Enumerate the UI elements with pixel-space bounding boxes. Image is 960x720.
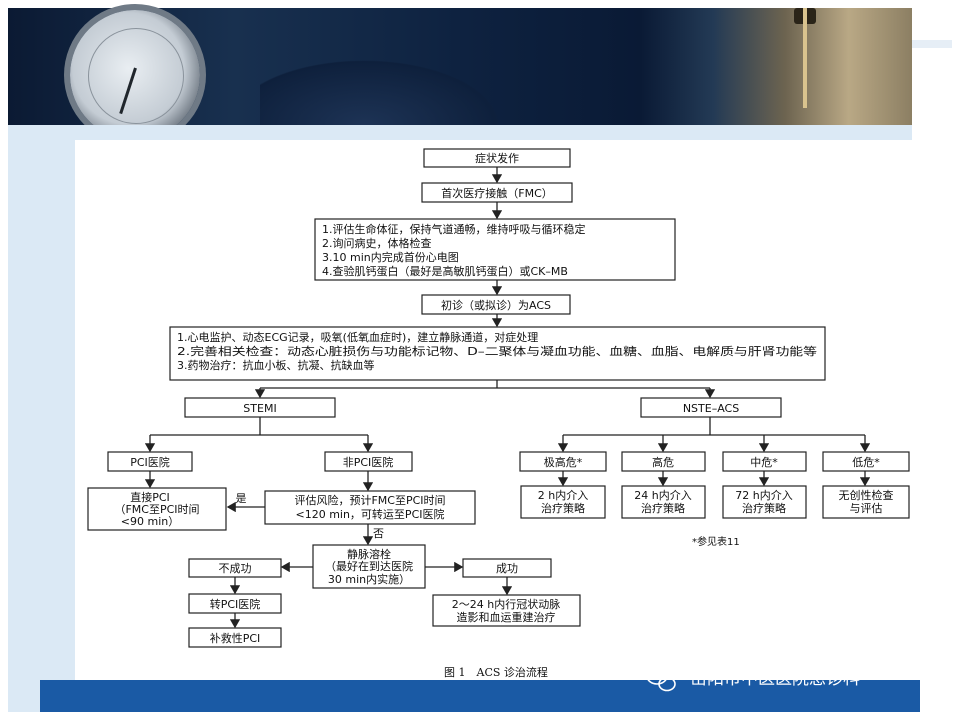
action-box-mid: [722, 485, 807, 519]
action-mid-line-1: 72 h内介入: [735, 488, 792, 502]
assess-line-2: <120 min，可转运至PCI医院: [295, 507, 444, 521]
thrombolysis-box: [312, 544, 426, 589]
stemi-label: STEMI: [243, 402, 276, 415]
transfer-label: 转PCI医院: [210, 597, 261, 611]
action-low-line-1: 无创性检查: [839, 488, 894, 502]
watermark-text: 岳阳市中医医院急诊科: [690, 669, 860, 689]
header-banner: [0, 0, 960, 140]
management-line-2: 2.完善相关检查：动态心脏损伤与功能标记物、D–二聚体与凝血功能、血糖、血脂、电…: [177, 344, 817, 358]
initial-line-1: 1.评估生命体征，保持气道通畅，维持呼吸与循环稳定: [322, 222, 586, 236]
risk-label-mid: 中危*: [750, 456, 778, 469]
direct-pci-line-1: 直接PCI: [130, 490, 170, 504]
assess-risk-box: [264, 490, 476, 525]
rescue-pci-box: [188, 627, 282, 648]
symptom-label: 症状发作: [475, 151, 519, 165]
direct-pci-line-3: <90 min）: [121, 515, 179, 528]
angio-line-2: 造影和血运重建治疗: [457, 610, 556, 624]
initial-line-3: 3.10 min内完成首份心电图: [322, 250, 459, 264]
risk-box-low: [822, 451, 910, 472]
diagnosis-box: [421, 294, 571, 315]
action-high-line-2: 治疗策略: [641, 501, 685, 515]
footer-corner: [8, 665, 40, 712]
assess-line-1: 评估风险，预计FMC至PCI时间: [294, 493, 445, 507]
direct-pci-box: [87, 487, 227, 531]
nste-box: [640, 397, 782, 418]
figure-caption: 图 1 ACS 诊治流程: [444, 665, 548, 679]
iv-line: [803, 8, 807, 108]
action-very-high-line-1: 2 h内介入: [538, 488, 588, 502]
action-high-line-1: 24 h内介入: [634, 488, 691, 502]
gauge-dial: [88, 28, 184, 124]
nste-label: NSTE–ACS: [683, 402, 739, 415]
cuff-image: [260, 50, 520, 125]
diagnosis-label: 初诊（或拟诊）为ACS: [441, 298, 551, 312]
fmc-label: 首次医疗接触（FMC）: [441, 186, 553, 200]
thrombolysis-line-2: （最好在到达医院: [325, 559, 413, 573]
management-box: [169, 326, 826, 381]
action-mid-line-2: 治疗策略: [742, 501, 786, 515]
thrombolysis-line-3: 30 min内实施）: [328, 572, 410, 586]
action-box-very-high: [520, 485, 606, 519]
yes-label: 是: [236, 492, 247, 505]
thrombolysis-line-1: 静脉溶栓: [347, 547, 391, 561]
direct-pci-line-2: （FMC至PCI时间: [114, 503, 199, 516]
management-line-3: 3.药物治疗：抗血小板、抗凝、抗缺血等: [177, 358, 375, 372]
action-box-low: [822, 485, 910, 519]
rescue-pci-label: 补救性PCI: [210, 631, 261, 645]
banner-edge: [912, 40, 952, 48]
footnote: *参见表11: [692, 535, 740, 548]
footer-bar: [40, 680, 920, 712]
action-box-high: [621, 485, 706, 519]
angio-line-1: 2～24 h内行冠状动脉: [452, 597, 560, 611]
risk-label-high: 高危: [652, 455, 674, 469]
pci-hospital-label: PCI医院: [130, 455, 170, 469]
initial-assessment-box: [314, 218, 676, 281]
action-very-high-line-2: 治疗策略: [541, 501, 585, 515]
non-pci-hospital-label: 非PCI医院: [343, 455, 394, 469]
initial-line-2: 2.询问病史，体格检查: [322, 236, 432, 250]
fail-label: 不成功: [219, 562, 252, 575]
angio-box: [432, 594, 581, 627]
action-low-line-2: 与评估: [850, 502, 883, 515]
wechat-icon: [646, 667, 676, 692]
management-line-1: 1.心电监护、动态ECG记录，吸氧(低氧血症时)，建立静脉通道，对症处理: [177, 330, 538, 344]
no-label: 否: [373, 527, 384, 540]
risk-label-very-high: 极高危*: [544, 455, 583, 469]
initial-line-4: 4.查验肌钙蛋白（最好是高敏肌钙蛋白）或CK–MB: [322, 264, 568, 278]
success-label: 成功: [496, 562, 518, 575]
risk-label-low: 低危*: [852, 456, 880, 469]
